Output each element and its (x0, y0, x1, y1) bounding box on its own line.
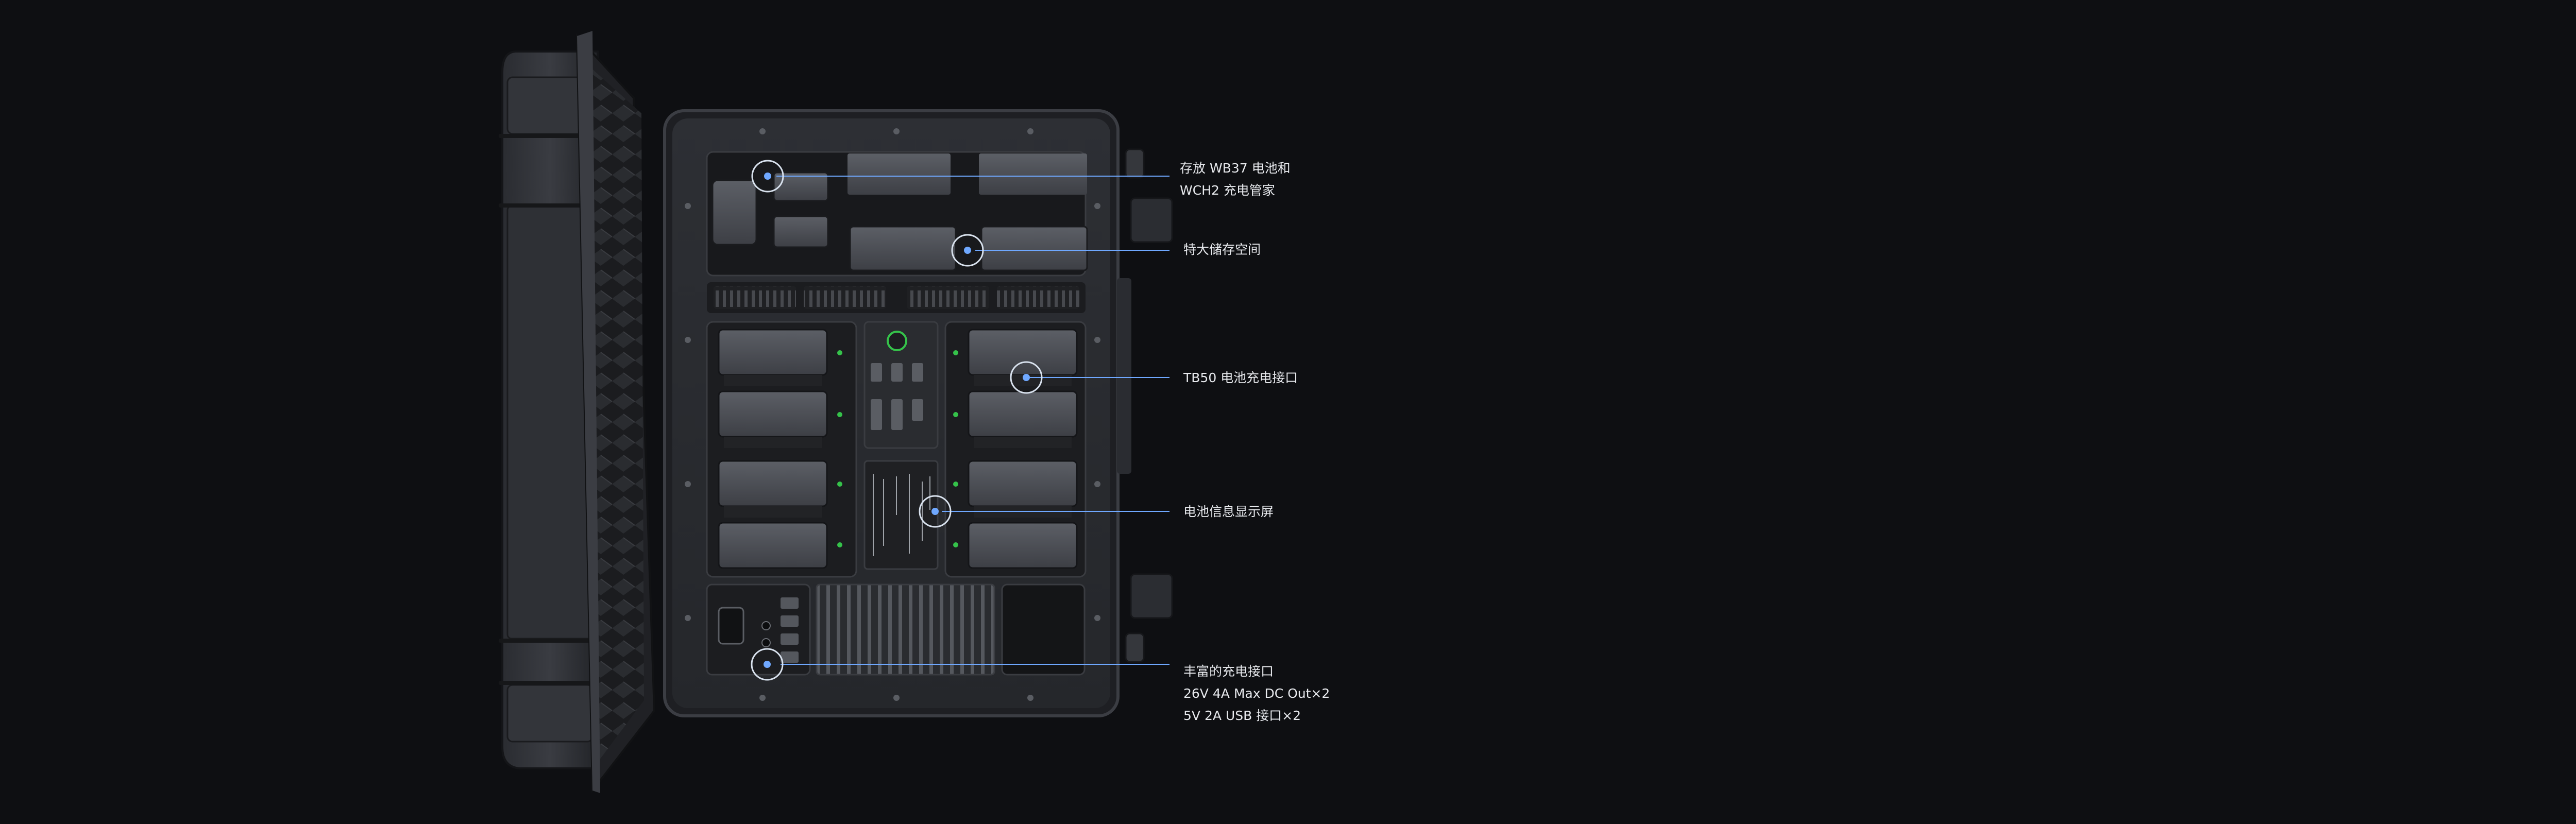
tb50-battery-slots (718, 329, 1078, 569)
callout-tb50-ports: TB50 电池充电接口 (1183, 367, 1298, 389)
callout-line: 26V 4A Max DC Out×2 (1183, 686, 1330, 701)
marker-extra-storage (951, 234, 984, 267)
callout-line: TB50 电池充电接口 (1183, 370, 1298, 385)
wb37-battery (711, 171, 829, 248)
callout-extra-storage: 特大储存空间 (1183, 238, 1261, 261)
callout-line: 电池信息显示屏 (1183, 504, 1274, 519)
case-body (663, 109, 1173, 717)
marker-wb37-storage (751, 160, 784, 193)
callout-wb37-storage: 存放 WB37 电池和 WCH2 充电管家 (1180, 157, 1291, 201)
callout-line: 存放 WB37 电池和 (1180, 161, 1291, 176)
status-leds (837, 350, 958, 547)
callout-line: 丰富的充电接口 (1183, 664, 1274, 679)
callout-line: WCH2 充电管家 (1180, 183, 1275, 198)
marker-battery-display (919, 495, 952, 528)
callout-battery-display: 电池信息显示屏 (1183, 501, 1274, 523)
callout-markers (751, 160, 1043, 681)
battery-info-display (863, 460, 939, 570)
callout-line: 5V 2A USB 接口×2 (1183, 708, 1301, 723)
callout-charging-ports: 丰富的充电接口 26V 4A Max DC Out×2 5V 2A USB 接口… (1183, 660, 1330, 727)
power-button-icon (887, 331, 907, 351)
callout-line: 特大储存空间 (1183, 242, 1261, 257)
case-lid (499, 31, 656, 794)
marker-tb50-ports (1010, 361, 1043, 394)
cooling-vent (816, 583, 995, 676)
marker-charging-ports (751, 648, 784, 681)
